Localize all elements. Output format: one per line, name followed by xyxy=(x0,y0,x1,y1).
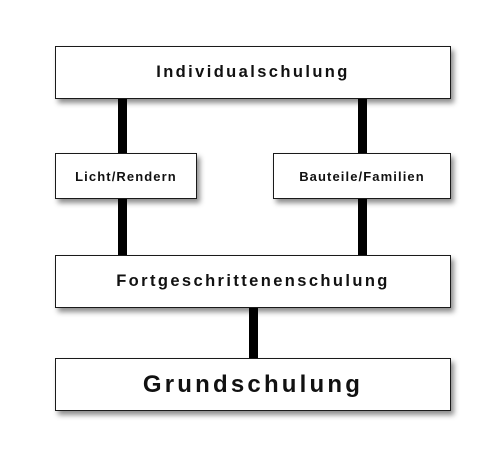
bauteile-familien-label: Bauteile/Familien xyxy=(299,168,425,184)
fortgeschrittenenschulung-box: Fortgeschrittenenschulung xyxy=(55,255,451,308)
connector-fortgeschritten-to-grund xyxy=(249,307,258,360)
connector-bauteile-to-fortgeschritten xyxy=(358,198,367,257)
connector-individual-to-bauteile xyxy=(358,98,367,155)
connector-individual-to-licht xyxy=(118,98,127,155)
bauteile-familien-box: Bauteile/Familien xyxy=(273,153,451,199)
licht-rendern-box: Licht/Rendern xyxy=(55,153,197,199)
grundschulung-label: Grundschulung xyxy=(142,370,364,398)
fortgeschrittenenschulung-label: Fortgeschrittenenschulung xyxy=(116,272,390,290)
connector-licht-to-fortgeschritten xyxy=(118,198,127,257)
licht-rendern-label: Licht/Rendern xyxy=(75,168,177,184)
individualschulung-box: Individualschulung xyxy=(55,46,451,99)
grundschulung-box: Grundschulung xyxy=(55,358,451,411)
individualschulung-label: Individualschulung xyxy=(156,63,350,81)
